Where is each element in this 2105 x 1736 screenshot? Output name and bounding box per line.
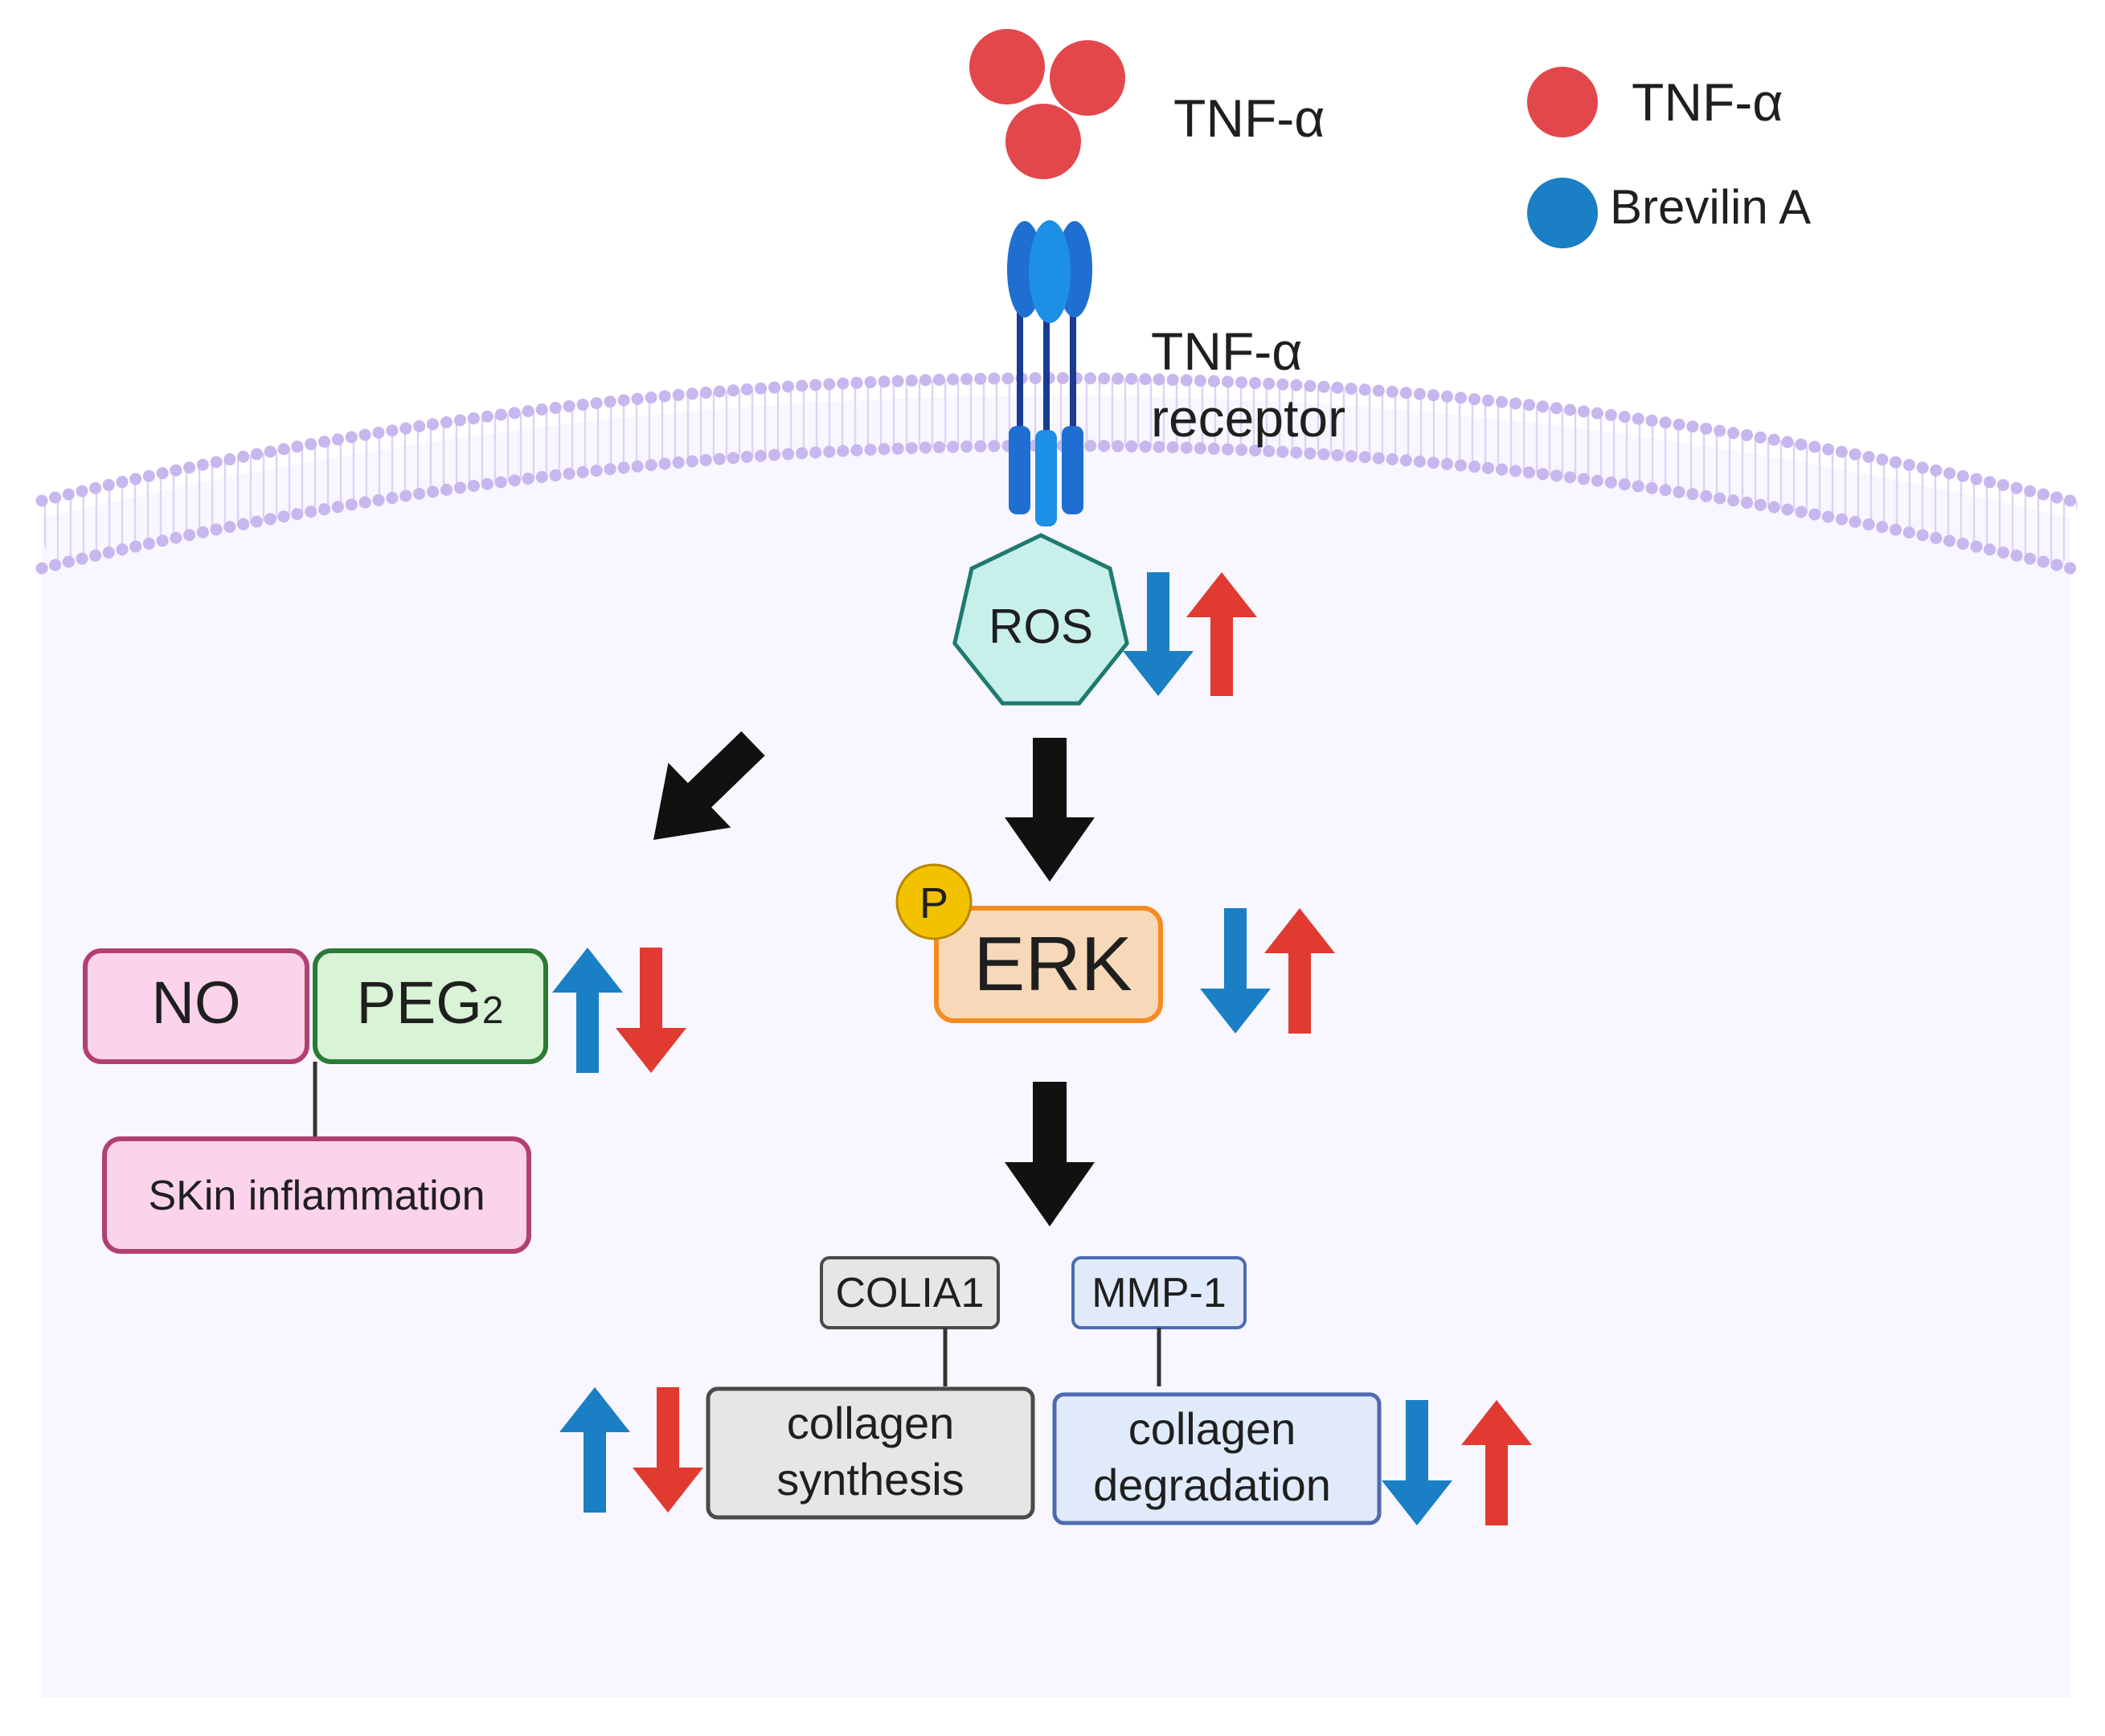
receptor-tm-domain bbox=[1062, 426, 1083, 514]
legend-brevilin-label: Brevilin A bbox=[1610, 180, 1811, 234]
tnf-alpha-subunit bbox=[1005, 104, 1081, 179]
brevilin-down-arrow-icon bbox=[1382, 1400, 1452, 1525]
phospho-badge bbox=[895, 863, 973, 940]
collagen-synthesis-box bbox=[706, 1386, 1035, 1520]
tnf-down-arrow-icon bbox=[616, 948, 686, 1073]
mmp1-label: MMP-1 bbox=[1091, 1270, 1227, 1316]
pathway-arrow-ros-to-erk bbox=[1005, 738, 1095, 882]
collagen-synthesis-label-line1: collagen bbox=[787, 1398, 955, 1448]
brevilin-a-dot-icon bbox=[1527, 178, 1598, 248]
peg2-label-subscript: 2 bbox=[482, 989, 504, 1032]
collagen-degradation-label-line1: collagen bbox=[1128, 1403, 1296, 1454]
arrows bbox=[552, 572, 1532, 1525]
membrane-outer-leaflet bbox=[35, 372, 2077, 507]
tnf-alpha-subunit bbox=[1050, 40, 1125, 116]
receptor-label-line1: TNF-α bbox=[1151, 321, 1302, 381]
tnf-alpha-trimer-icon bbox=[969, 29, 1125, 179]
peg2-label-main: PEG bbox=[357, 969, 482, 1036]
cell bbox=[34, 372, 2078, 1697]
legend: TNF-α Brevilin A bbox=[1527, 67, 1811, 248]
receptor-extracellular-domain bbox=[1029, 220, 1071, 323]
receptor-tm-domain bbox=[1009, 426, 1030, 514]
colia1-box bbox=[820, 1256, 1000, 1329]
no-label: NO bbox=[152, 969, 241, 1036]
erk-label: ERK bbox=[973, 921, 1132, 1007]
collagen-degradation-label-line2: degradation bbox=[1093, 1460, 1331, 1510]
collagen-degradation-box bbox=[1052, 1392, 1382, 1525]
receptor-label-line2: receptor bbox=[1151, 388, 1345, 448]
receptor-stalk bbox=[1017, 285, 1023, 446]
tnf-alpha-dot-icon bbox=[1527, 67, 1598, 137]
tnf-receptor-icon bbox=[1007, 220, 1092, 526]
receptor-stalk bbox=[1070, 285, 1076, 446]
ros-label: ROS bbox=[989, 600, 1093, 653]
brevilin-up-arrow-icon bbox=[552, 948, 623, 1073]
colia1-label: COLIA1 bbox=[836, 1270, 985, 1316]
pathway-arrow-ros-to-mediators bbox=[653, 731, 765, 840]
tnf-up-arrow-icon bbox=[1264, 908, 1335, 1034]
brevilin-down-arrow-icon bbox=[1200, 908, 1271, 1034]
ros-heptagon bbox=[952, 533, 1129, 706]
erk-box bbox=[934, 906, 1163, 1023]
collagen-synthesis-label-line2: synthesis bbox=[776, 1454, 964, 1505]
membrane-lipid-tails bbox=[34, 378, 2078, 567]
receptor-tm-domain bbox=[1035, 430, 1057, 526]
tnf-alpha-subunit bbox=[969, 29, 1045, 104]
brevilin-down-arrow-icon bbox=[1123, 572, 1194, 696]
receptor-stalk bbox=[1043, 285, 1050, 446]
legend-tnf-label: TNF-α bbox=[1632, 72, 1783, 132]
tnf-down-arrow-icon bbox=[633, 1387, 703, 1513]
ligand-label: TNF-α bbox=[1173, 88, 1325, 148]
cytoplasm bbox=[42, 395, 2070, 1697]
peg2-label: PEG2 bbox=[357, 969, 504, 1036]
tnf-up-arrow-icon bbox=[1186, 572, 1257, 696]
skin-inflammation-label: SKin inflammation bbox=[148, 1173, 485, 1219]
tnf-up-arrow-icon bbox=[1461, 1400, 1532, 1525]
pathway-arrow-erk-to-genes bbox=[1005, 1082, 1095, 1226]
no-box bbox=[83, 948, 309, 1064]
phospho-label: P bbox=[919, 879, 948, 927]
peg2-box bbox=[313, 948, 548, 1064]
skin-inflammation-box bbox=[102, 1136, 531, 1254]
brevilin-up-arrow-icon bbox=[559, 1387, 630, 1513]
